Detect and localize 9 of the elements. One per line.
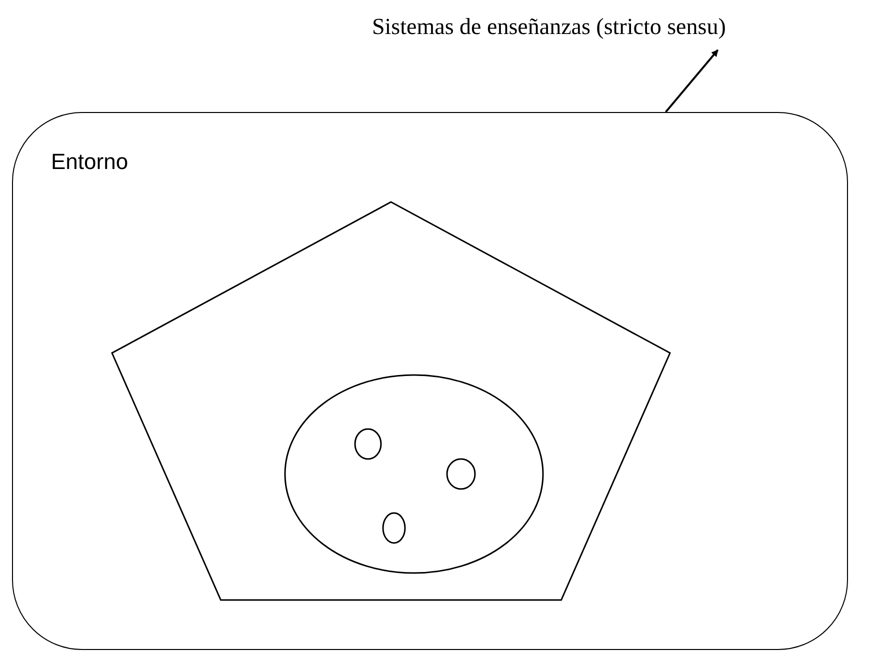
arrow: [664, 49, 719, 113]
frame-title: Entorno: [51, 149, 128, 175]
small-ellipse: [382, 512, 406, 544]
small-ellipse: [354, 428, 382, 460]
rounded-frame: [12, 112, 848, 650]
pentagon-shape: [111, 201, 671, 601]
caption-text: Sistemas de enseñanzas (stricto sensu): [372, 14, 866, 50]
ellipse-shape: [284, 374, 544, 574]
small-ellipse: [446, 458, 476, 490]
